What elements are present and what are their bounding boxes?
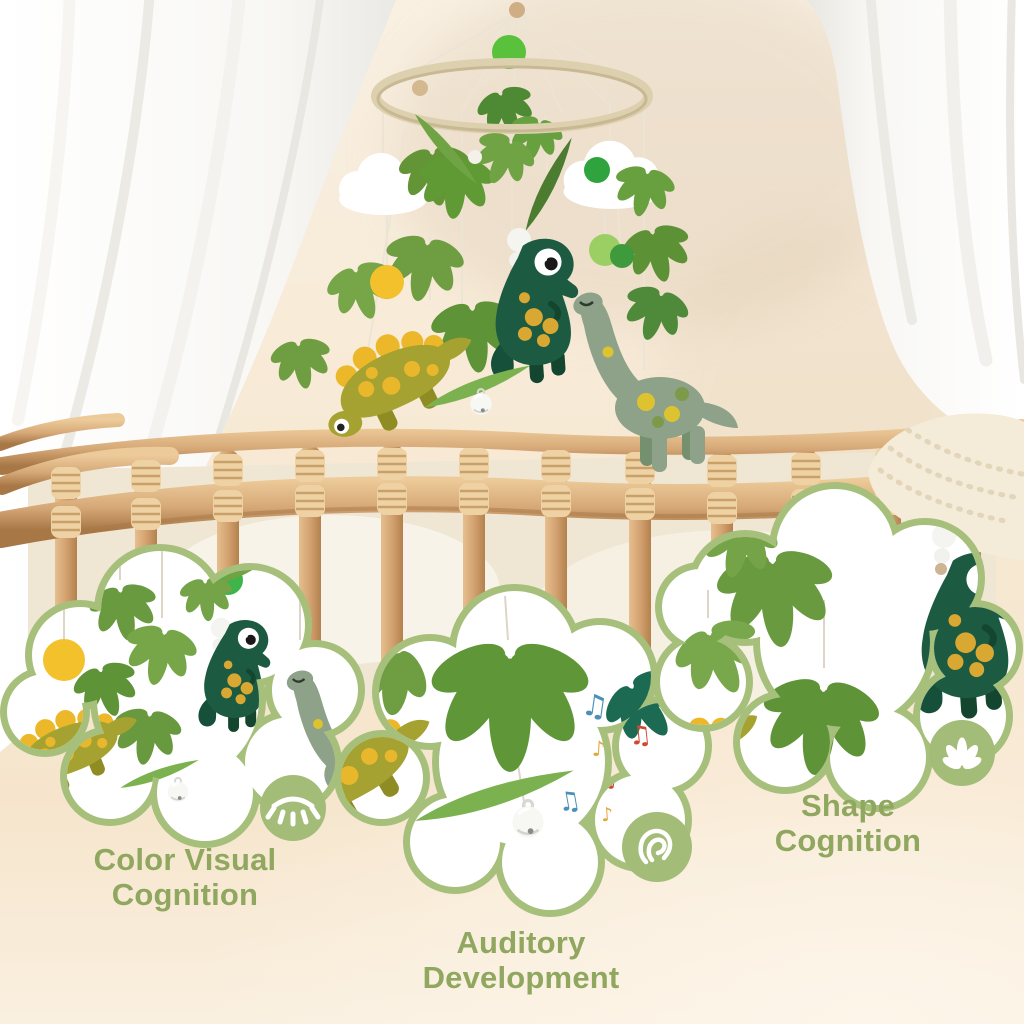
crib-mobile <box>264 2 740 474</box>
crib-blanket <box>868 413 1024 560</box>
callout-cloud-shape <box>653 482 1023 812</box>
closed-eye-icon <box>260 775 326 841</box>
felt-bead <box>468 150 482 164</box>
music-note: ♪ <box>600 804 614 827</box>
caption-auditory-development: Auditory Development <box>422 925 620 995</box>
music-note: ♪ <box>591 737 606 762</box>
ear-icon <box>622 812 692 882</box>
music-note: ♫ <box>579 687 611 725</box>
curtain-right <box>806 0 1024 452</box>
caption-color-visual-cognition: Color Visual Cognition <box>93 842 277 912</box>
caption-shape-cognition: Shape Cognition <box>774 788 922 858</box>
music-note: ♫ <box>555 785 583 819</box>
wood-bead <box>412 80 428 96</box>
pom-poms <box>370 157 634 299</box>
mobile-hoop <box>371 58 653 134</box>
music-note: ♫ <box>627 720 653 752</box>
callout-cloud-auditory: ♫ ♫ ♪ ♫ ♪ ♪ <box>334 584 712 917</box>
leaf-icon <box>929 720 995 786</box>
hanger-bead <box>509 2 525 18</box>
